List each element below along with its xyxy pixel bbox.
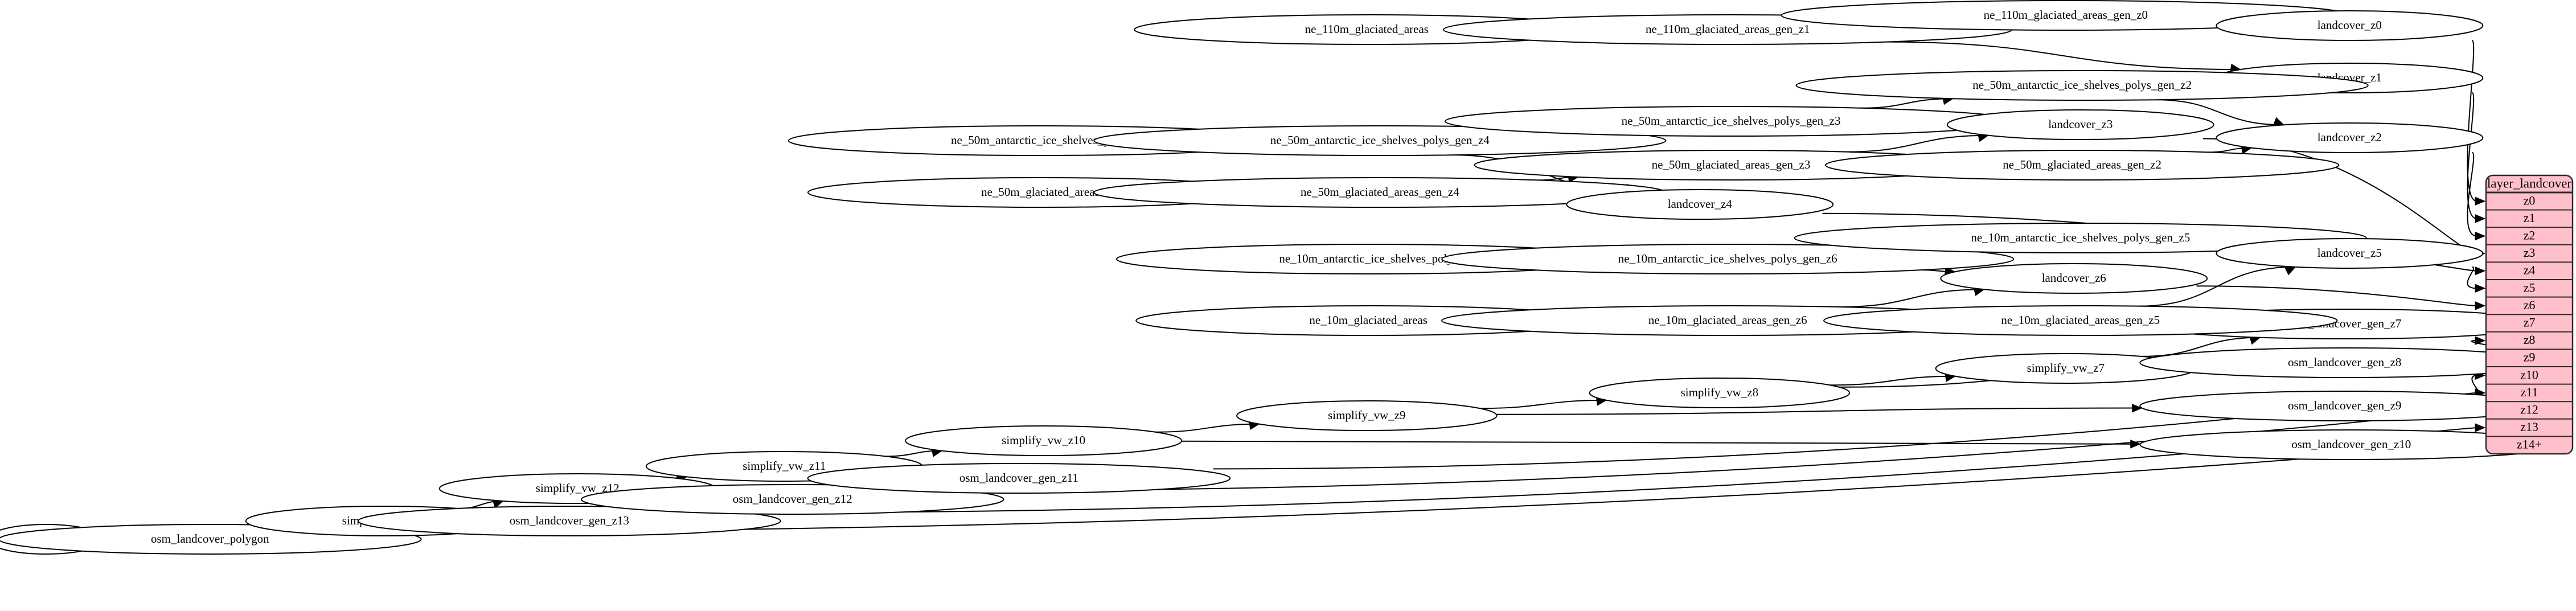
edge-arrowhead xyxy=(2475,196,2486,206)
node-shape xyxy=(1823,305,2338,336)
table-row-z9[interactable]: z9 xyxy=(2524,350,2536,364)
edge-landcover_z0-to-layer_landcover_z0 xyxy=(2467,39,2477,202)
node-simplify_vw_z10[interactable]: simplify_vw_z10 xyxy=(905,425,1183,456)
table-row-z3[interactable]: z3 xyxy=(2524,245,2536,260)
table-header-label: layer_landcover xyxy=(2487,176,2571,190)
edge-simplify_vw_z10-to-simplify_vw_z9 xyxy=(1155,423,1260,433)
edge-ne_50m_antarctic_ice_shelves_polys_gen_z3-to-ne_50m_antarctic_ice_shelves_polys_gen_z2 xyxy=(1860,98,1953,109)
table-row-z6[interactable]: z6 xyxy=(2524,298,2536,312)
edge-landcover_z5-to-layer_landcover_z5 xyxy=(2467,266,2477,289)
edge-arrowhead xyxy=(2475,423,2486,432)
nodes-layer: imposm3osm_landcover_polygonsimplify_vw_… xyxy=(0,0,2563,555)
node-landcover_z6[interactable]: landcover_z6 xyxy=(1940,263,2208,294)
node-ne_50m_antarctic_ice_shelves_polys_gen_z2[interactable]: ne_50m_antarctic_ice_shelves_polys_gen_z… xyxy=(1795,70,2369,101)
edge-landcover_z1-to-layer_landcover_z1 xyxy=(2467,92,2477,219)
table-row-z10[interactable]: z10 xyxy=(2520,367,2538,382)
table-row-z5[interactable]: z5 xyxy=(2524,280,2536,294)
edge-ne_10m_glaciated_areas_gen_z6-to-landcover_z6 xyxy=(1839,289,1984,308)
layer-landcover-table: layer_landcover z0 z1 z2 z3 z4 z5 z6 z7 z8 z9 z10 z1… xyxy=(2485,174,2574,455)
node-shape xyxy=(1444,106,2018,137)
node-landcover_z4[interactable]: landcover_z4 xyxy=(1566,189,1834,220)
node-shape xyxy=(1236,400,1498,431)
node-shape xyxy=(358,506,781,536)
node-ne_10m_glaciated_areas_gen_z5[interactable]: ne_10m_glaciated_areas_gen_z5 xyxy=(1823,305,2338,336)
edge-arrowhead xyxy=(2475,336,2486,345)
edge-simplify_vw_z8-to-simplify_vw_z7 xyxy=(1830,375,1955,386)
node-simplify_vw_z9[interactable]: simplify_vw_z9 xyxy=(1236,400,1498,431)
node-shape xyxy=(1093,125,1667,156)
edge-ne_50m_antarctic_ice_shelves_polys_gen_z2-to-landcover_z2 xyxy=(2155,99,2284,126)
node-shape xyxy=(1794,223,2367,253)
node-shape xyxy=(1946,109,2214,140)
table-row-z11[interactable]: z11 xyxy=(2521,385,2538,399)
table-row-z7[interactable]: z7 xyxy=(2524,315,2536,330)
edge-arrowhead xyxy=(2475,284,2486,293)
edge-landcover_z6-to-layer_landcover_z6 xyxy=(2196,285,2477,306)
node-simplify_vw_z8[interactable]: simplify_vw_z8 xyxy=(1589,378,1851,408)
table-row-z8[interactable]: z8 xyxy=(2524,333,2536,347)
table-row-z0[interactable]: z0 xyxy=(2524,193,2536,207)
node-shape xyxy=(1566,189,1834,220)
edge-simplify_vw_z10-to-osm_landcover_gen_z10 xyxy=(1182,440,2140,445)
node-shape xyxy=(2216,10,2484,41)
table-row-z1[interactable]: z1 xyxy=(2524,211,2536,225)
node-osm_landcover_gen_z11[interactable]: osm_landcover_gen_z11 xyxy=(807,463,1231,494)
edge-arrowhead xyxy=(2475,266,2486,276)
node-shape xyxy=(1589,378,1851,408)
edge-arrowhead xyxy=(2475,301,2486,310)
edge-arrowhead xyxy=(2475,231,2486,241)
node-shape xyxy=(1824,150,2340,181)
edge-arrowhead xyxy=(2273,117,2285,126)
node-ne_50m_glaciated_areas_gen_z2[interactable]: ne_50m_glaciated_areas_gen_z2 xyxy=(1824,150,2340,181)
edge-ne_50m_glaciated_areas_gen_z3-to-landcover_z3 xyxy=(1845,134,1988,153)
edge-arrowhead xyxy=(2475,214,2486,223)
table-row-z13[interactable]: z13 xyxy=(2520,420,2538,434)
node-shape xyxy=(2216,122,2484,153)
node-shape xyxy=(905,425,1183,456)
edge-simplify_vw_z9-to-osm_landcover_gen_z9 xyxy=(1496,407,2142,415)
table-row-z12[interactable]: z12 xyxy=(2520,403,2538,417)
edge-arrowhead xyxy=(2131,404,2143,413)
edge-simplify_vw_z9-to-simplify_vw_z8 xyxy=(1479,399,1607,409)
table-row-z14+[interactable]: z14+ xyxy=(2517,437,2542,452)
node-shape xyxy=(1441,244,2015,274)
edge-simplify_vw_z7-to-osm_landcover_gen_z7 xyxy=(2141,337,2261,357)
node-landcover_z2[interactable]: landcover_z2 xyxy=(2216,122,2484,153)
node-ne_50m_antarctic_ice_shelves_polys_gen_z3[interactable]: ne_50m_antarctic_ice_shelves_polys_gen_z… xyxy=(1444,106,2018,137)
node-shape xyxy=(1795,70,2369,101)
node-shape xyxy=(2216,238,2484,269)
edge-ne_110m_glaciated_areas_gen_z1-to-landcover_z1 xyxy=(1885,41,2241,71)
node-shape xyxy=(807,463,1231,494)
node-shape xyxy=(580,484,1004,515)
node-landcover_z3[interactable]: landcover_z3 xyxy=(1946,109,2214,140)
table-row-z2[interactable]: z2 xyxy=(2524,228,2536,243)
edges-layer xyxy=(0,17,2549,544)
table-row-z4[interactable]: z4 xyxy=(2524,263,2536,277)
node-shape xyxy=(1940,263,2208,294)
node-landcover_z0[interactable]: landcover_z0 xyxy=(2216,10,2484,41)
edge-arrowhead xyxy=(2284,266,2296,276)
edge-landcover_z2-to-layer_landcover_z2 xyxy=(2467,151,2477,237)
edge-arrowhead xyxy=(2130,440,2142,449)
node-landcover_z5[interactable]: landcover_z5 xyxy=(2216,238,2484,269)
